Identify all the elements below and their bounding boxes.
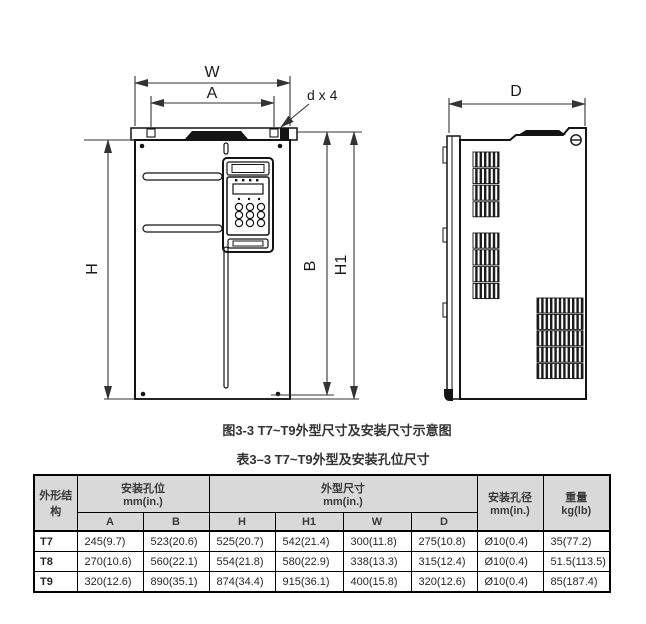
handle: [185, 131, 248, 139]
cell-h1: 915(36.1): [274, 571, 344, 593]
dimension-lines: [84, 76, 586, 400]
cell-a: 245(9.7): [76, 530, 144, 552]
vent-grille-middle: [472, 232, 500, 300]
keypad: [222, 157, 274, 253]
vertical-slot: [223, 246, 229, 389]
cell-b: 890(35.1): [142, 571, 210, 593]
leader-dx4: [280, 103, 310, 128]
keypad-display: [232, 183, 264, 195]
mounting-tab: [442, 227, 448, 243]
header-outline-dims: 外型尺寸 mm(in.): [208, 474, 478, 513]
mounting-tab: [442, 146, 448, 164]
cell-w: 338(13.3): [342, 551, 412, 572]
table-title: 表3–3 T7~T9外型及安装孔位尺寸: [236, 452, 430, 467]
mounting-tab: [442, 302, 448, 318]
subheader-A: A: [76, 512, 144, 532]
cell-weight: 35(77.2): [542, 530, 611, 552]
table-row-t7: T7 245(9.7) 523(20.6) 525(20.7) 542(21.4…: [33, 530, 611, 552]
screw-head: [570, 134, 582, 146]
table-row-t8: T8 270(10.6) 560(22.1) 554(21.8) 580(22.…: [33, 551, 611, 572]
vent-grille-lower: [536, 297, 584, 380]
groove-upper: [142, 172, 223, 181]
label-B: B: [302, 261, 319, 272]
model-cell: T7: [33, 530, 78, 552]
cell-a: 320(12.6): [76, 571, 144, 593]
keypad-panel: [226, 176, 270, 236]
cell-hole: Ø10(0.4): [476, 551, 544, 572]
cell-a: 270(10.6): [76, 551, 144, 572]
model-cell: T9: [33, 571, 78, 593]
cell-d: 315(12.4): [410, 551, 478, 572]
subheader-D: D: [410, 512, 478, 532]
cell-h: 554(21.8): [208, 551, 276, 572]
cell-h: 874(34.4): [208, 571, 276, 593]
keypad-bottom-bar: [227, 238, 269, 249]
enclosure-body: [134, 139, 291, 400]
foot: [444, 389, 453, 401]
cell-h: 525(20.7): [208, 530, 276, 552]
screw-top-left: [139, 143, 145, 149]
subheader-B: B: [142, 512, 210, 532]
cell-w: 400(15.8): [342, 571, 412, 593]
subheader-H1: H1: [274, 512, 344, 532]
subheader-W: W: [342, 512, 412, 532]
cell-b: 523(20.6): [142, 530, 210, 552]
header-weight: 重量 kg(lb): [542, 474, 611, 532]
flange-hole-right: [269, 128, 279, 138]
back-plate: [446, 135, 461, 400]
groove-lower: [142, 224, 223, 233]
dimension-labels: W A d x 4 H B H1 D: [84, 64, 522, 275]
label-D: D: [510, 83, 522, 100]
label-A: A: [207, 85, 218, 102]
cell-hole: Ø10(0.4): [476, 571, 544, 593]
spec-table: 外形结构 安装孔位 mm(in.) 外型尺寸 mm(in.) 安装孔径 mm(i…: [33, 474, 611, 593]
cell-b: 560(22.1): [142, 551, 210, 572]
side-view: [442, 127, 587, 401]
label-W: W: [204, 64, 220, 81]
figure-caption: 图3-3 T7~T9外型尺寸及安装尺寸示意图: [222, 423, 452, 438]
keypad-indicator-dots: [235, 179, 261, 201]
vent-grille-upper: [472, 151, 500, 218]
screw-bottom-right: [275, 391, 281, 397]
label-H: H: [84, 263, 101, 275]
label-dx4: d x 4: [307, 87, 338, 103]
keypad-top-bar: [226, 161, 270, 176]
header-structure: 外形结构: [33, 474, 78, 532]
cell-h1: 542(21.4): [274, 530, 344, 552]
cell-w: 300(11.8): [342, 530, 412, 552]
screw-bottom-left: [140, 391, 146, 397]
header-mounting-holes: 安装孔位 mm(in.): [76, 474, 210, 513]
subheader-H: H: [208, 512, 276, 532]
model-cell: T8: [33, 551, 78, 572]
table-row-t9: T9 320(12.6) 890(35.1) 874(34.4) 915(36.…: [33, 571, 611, 593]
cell-d: 275(10.8): [410, 530, 478, 552]
keypad-buttons: [234, 202, 266, 228]
flange-end-cap: [280, 128, 289, 139]
top-slot: [223, 142, 229, 155]
handle-side: [518, 130, 566, 135]
cell-weight: 85(187.4): [542, 571, 611, 593]
dimension-drawing: W A d x 4 H B H1 D: [84, 64, 587, 401]
cell-d: 320(12.6): [410, 571, 478, 593]
screw-top-right: [277, 143, 283, 149]
cell-weight: 51.5(113.5): [542, 551, 611, 572]
label-H1: H1: [333, 255, 350, 276]
flange-hole-left: [146, 128, 156, 138]
header-hole-diameter: 安装孔径 mm(in.): [476, 474, 544, 532]
cell-hole: Ø10(0.4): [476, 530, 544, 552]
cell-h1: 580(22.9): [274, 551, 344, 572]
front-view: [130, 127, 298, 400]
